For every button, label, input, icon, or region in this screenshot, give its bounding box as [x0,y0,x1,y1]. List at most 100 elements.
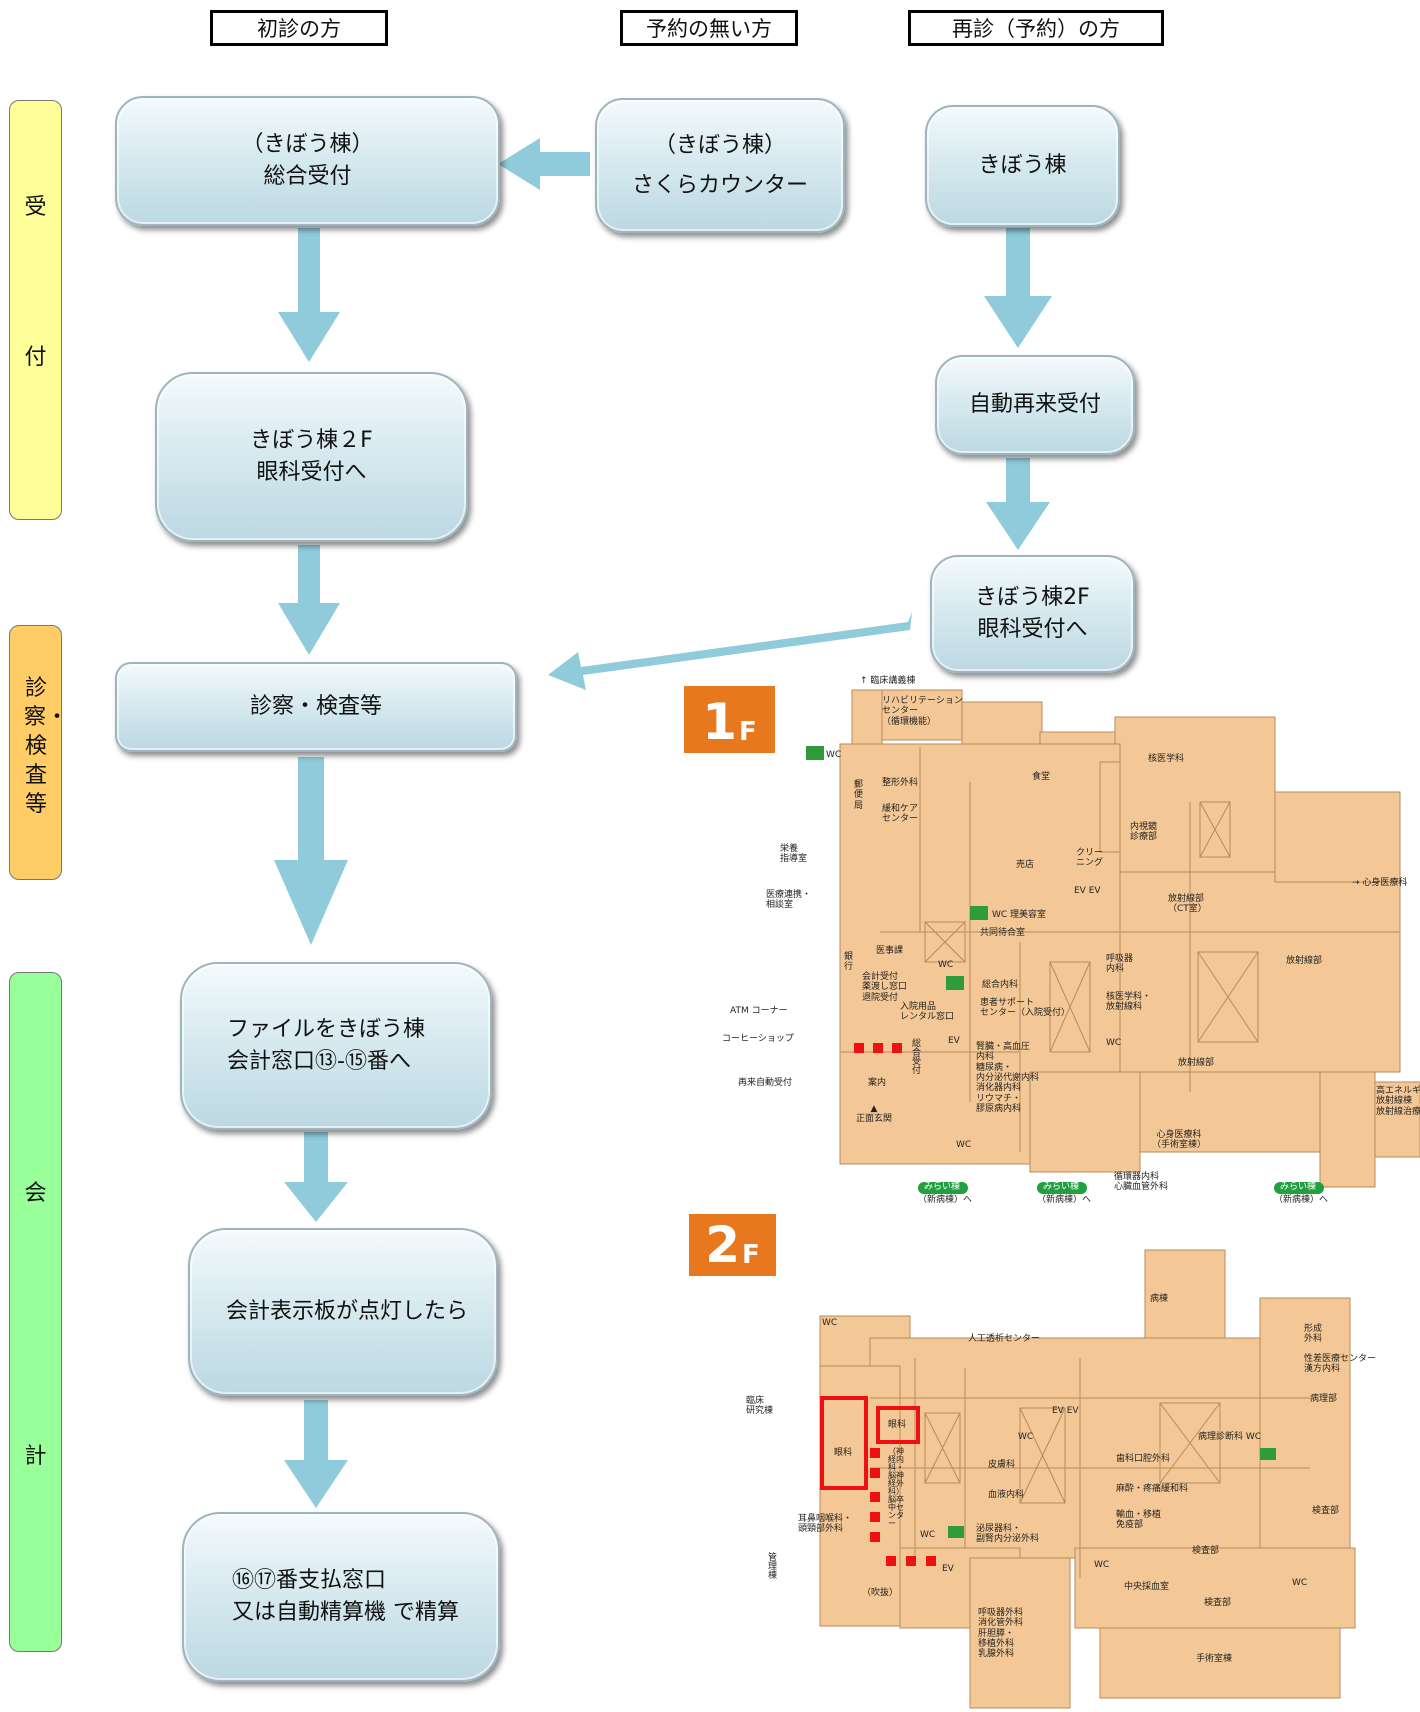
map1-wc-rimi: WC 理美容室 [992,910,1047,920]
map-1f-shapes [806,689,1420,1194]
arrow-auto-to-2f [986,458,1050,550]
map1-rehab-center: リハビリテーション センター （循環機能） [882,696,963,727]
map1-yubin: 郵 便 局 [854,780,864,811]
map2-masui: 麻酔・疼痛緩和科 [1116,1484,1189,1494]
map1-sogo-naika: 総合内科 [982,980,1019,990]
general-reception-line1: （きぼう棟） [241,132,374,158]
map2-wc-m: WC [1018,1432,1034,1442]
header-first-visit: 初診の方 [210,10,388,46]
side-label-accounting: 会 計 [9,972,62,1652]
map1-kokyuki: 呼吸器 内科 [1106,954,1134,975]
map2-chuo: 中央採血室 [1124,1582,1170,1592]
file-line1: ファイルをきぼう棟 [227,1017,426,1043]
box-auto-reception: 自動再来受付 [935,355,1135,455]
pay-line1: ⑯⑰番支払窓口 [232,1568,387,1594]
map1-kanwa: 緩和ケア センター [882,804,919,825]
map1-shinshin2: 心身医療科 （手術室棟） [1152,1130,1207,1151]
arrow-2f-right-to-exam [548,612,912,690]
map2-shika: 歯科口腔外科 [1116,1454,1171,1464]
arrow-kibou-to-auto [984,228,1052,348]
map2-byori-shindan: 病理診断科 WC [1198,1432,1262,1442]
map2-jinko: 人工透析センター [968,1334,1041,1344]
map2-evev: EV EV [1052,1406,1079,1416]
floor-2f-suffix: F [742,1240,760,1270]
arrow-board-to-pay [284,1400,348,1508]
map2-keisei: 形成 外科 [1304,1324,1323,1345]
map1-coffee: コーヒーショップ [722,1034,794,1044]
map1-mirai2: みらい棟 [1043,1182,1080,1192]
floor-1f-suffix: F [739,717,757,747]
pay-line2: 又は自動精算機 で精算 [232,1600,459,1625]
kibou-2f-right-line1: きぼう棟2F [975,585,1090,611]
box-kibou-2f-left: きぼう棟２F 眼科受付へ [155,372,468,542]
box-kibou: きぼう棟 [925,105,1120,227]
map1-mirai2b: （新病棟）へ [1037,1195,1092,1205]
map1-rinsho: ↑ 臨床講義棟 [860,676,916,686]
map1-mirai3b: （新病棟）へ [1274,1195,1329,1205]
map1-kanja: 患者サポート センター（入院受付） [980,998,1071,1019]
kibou-2f-right-line2: 眼科受付へ [977,617,1088,642]
map1-kaku: 核医学科 [1148,754,1185,764]
map2-kensabu3: 検査部 [1204,1598,1232,1608]
map1-baiten: 売店 [1016,860,1035,870]
map1-houshasen-ct: 放射線部 （CT室） [1168,894,1207,915]
map2-rinsho: 臨床 研究棟 [746,1396,774,1417]
map-1f-mirai-badges [918,1182,1324,1194]
map1-houshasen2: 放射線部 [1286,956,1323,966]
map1-seikei: 整形外科 [882,778,919,788]
map-1f-accessibility-icons [806,746,988,990]
map2-wc-r2: WC [1094,1560,1110,1570]
map1-kouenerugi: 高エネルギー 放射線棟 放射線治療 [1376,1086,1420,1117]
map2-byori: 病理部 [1310,1394,1338,1404]
map1-saira: 再来自動受付 [738,1078,793,1088]
map1-ev: EV [948,1036,960,1046]
map1-wc-bb: WC [956,1140,972,1150]
box-pay: ⑯⑰番支払窓口 又は自動精算機 で精算 [182,1512,500,1682]
map2-ganka2: 眼科 [888,1420,907,1430]
map1-wc-tl: WC [826,750,842,760]
side-label-exam: 診察・検査等 [9,625,68,880]
box-exam: 診察・検査等 [115,662,517,752]
floor-map-2f: 病棟 WC 人工透析センター 形成 外科 性差医療センター 漢方内科 臨床 研究… [720,1248,1420,1712]
map1-kyodo: 共同待合室 [980,928,1026,938]
sakura-line2: さくらカウンター [631,172,808,198]
floor-2f-number: 2 [705,1216,741,1274]
floor-1f-number: 1 [702,693,738,751]
arrow-sakura-to-general [498,138,590,190]
header-no-reservation: 予約の無い方 [620,10,798,46]
auto-reception-text: 自動再来受付 [968,392,1101,418]
map1-shinshin: → 心身医療科 [1352,878,1408,888]
map1-iji: 医事課 [876,946,904,956]
box-board: 会計表示板が点灯したら [188,1228,498,1396]
box-general-reception: （きぼう棟） 総合受付 [115,96,500,226]
kibou-text: きぼう棟 [978,153,1067,179]
side-accounting-char1: 会 [24,1181,47,1206]
map-1f-route [854,1043,902,1053]
general-reception-line2: 総合受付 [263,164,352,189]
arrow-file-to-board [284,1132,348,1222]
map1-renkei: 医療連携・ 相談室 [766,890,812,911]
map2-yuketsu: 輸血・移植 免疫部 [1116,1510,1162,1531]
map1-kaku2: 核医学科・ 放射線科 [1106,992,1152,1013]
map2-kanri: 管 理 棟 [768,1553,778,1581]
map1-wc-m: WC [938,960,954,970]
map2-shujutsu: 手術室棟 [1196,1654,1233,1664]
map2-byoto: 病棟 [1150,1294,1169,1304]
map2-wc-rr: WC [1292,1578,1308,1588]
kibou-2f-left-line2: 眼科受付へ [256,460,367,485]
map1-mirai1: みらい棟 [924,1182,961,1192]
map-2f-accessibility-icons [948,1448,1276,1538]
map1-evev: EV EV [1074,886,1101,896]
header-revisit: 再診（予約）の方 [908,10,1164,46]
map1-mirai3: みらい棟 [1280,1182,1317,1192]
map1-kaikei: 会計受付 薬渡し窓口 退院受付 [862,972,908,1003]
box-sakura-counter: （きぼう棟） さくらカウンター [595,98,845,233]
map1-eiyo: 栄養 指導室 [780,844,808,865]
map1-houshasen3: 放射線部 [1178,1058,1215,1068]
map2-ganka1: 眼科 [834,1448,853,1458]
sakura-line1: （きぼう棟） [653,132,786,158]
map2-fukinuke: （吹抜） [862,1588,899,1598]
arrow-reception-to-2f [278,228,340,362]
